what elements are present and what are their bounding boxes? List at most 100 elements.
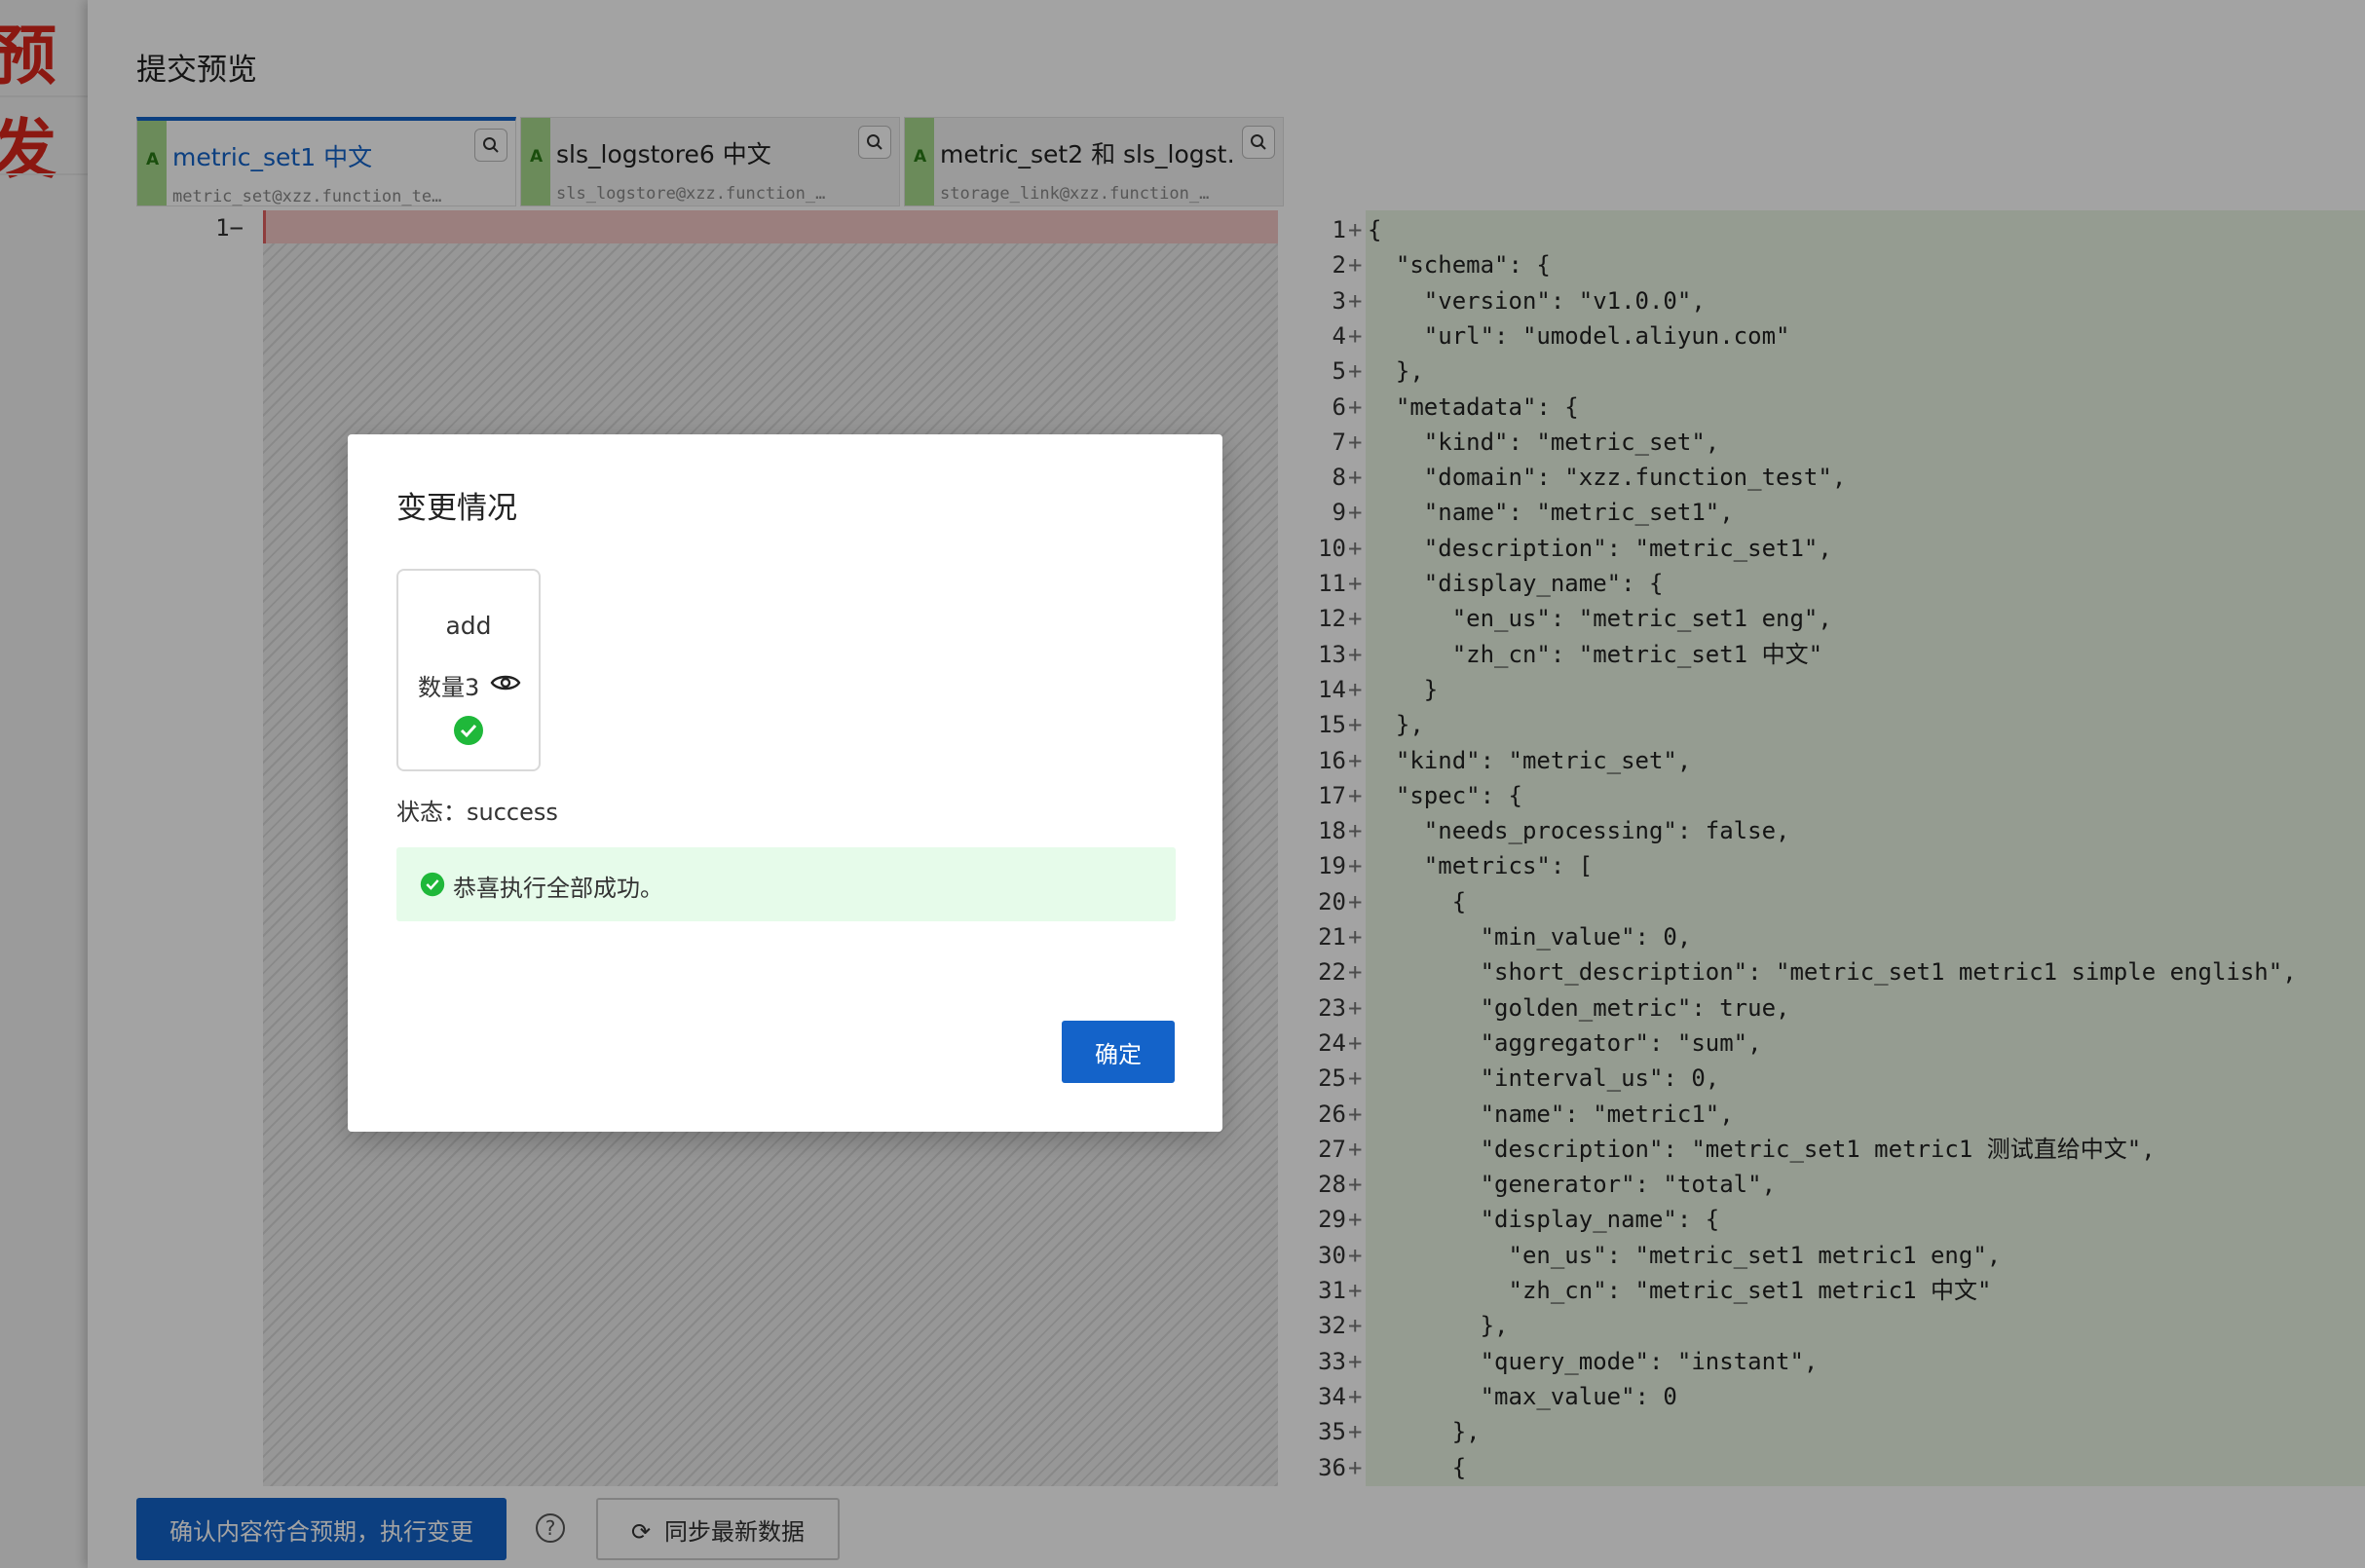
code-line: 19+ "metrics": [ (1278, 848, 2365, 883)
added-sign: + (1348, 1028, 1363, 1057)
code-text: } (1368, 675, 1439, 703)
code-text: "schema": { (1368, 251, 1551, 280)
code-text: "en_us": "metric_set1 metric1 eng", (1368, 1241, 2002, 1269)
code-line: 21+ "min_value": 0, (1278, 919, 2365, 954)
code-line: 36+ { (1278, 1450, 2365, 1485)
change-type-letter: A (530, 147, 544, 167)
code-text: "domain": "xzz.function_test", (1368, 464, 1847, 492)
code-text: "description": "metric_set1 metric1 测试直给… (1368, 1135, 2156, 1163)
added-sign: + (1348, 286, 1363, 315)
ok-button[interactable]: 确定 (1062, 1021, 1175, 1083)
added-sign: + (1348, 605, 1363, 633)
tab-sls-logstore6[interactable]: A sls_logstore6 中文 sls_logstore@xzz.func… (520, 117, 900, 206)
added-sign: + (1348, 499, 1363, 527)
diff-modified-pane[interactable]: 1+{2+ "schema": {3+ "version": "v1.0.0",… (1278, 210, 2365, 1486)
code-text: }, (1368, 1312, 1509, 1340)
line-number: 26 (1318, 1100, 1346, 1128)
line-number: 21 (1318, 923, 1346, 951)
added-sign: + (1348, 1100, 1363, 1128)
line-number: 30 (1318, 1241, 1346, 1269)
code-line: 32+ }, (1278, 1308, 2365, 1343)
line-number: 9 (1332, 499, 1346, 527)
code-line: 11+ "display_name": { (1278, 566, 2365, 601)
code-text: "zh_cn": "metric_set1 metric1 中文" (1368, 1277, 1992, 1304)
removed-line (263, 210, 1364, 243)
code-text: "generator": "total", (1368, 1171, 1777, 1199)
code-text: "display_name": { (1368, 570, 1664, 597)
search-icon[interactable] (474, 129, 507, 162)
code-text: "kind": "metric_set", (1368, 428, 1720, 456)
code-text: "url": "umodel.aliyun.com" (1368, 321, 1790, 350)
tab-subtitle: sls_logstore@xzz.function_… (556, 184, 826, 204)
added-sign: + (1348, 958, 1363, 987)
line-number: 11 (1318, 570, 1346, 597)
line-number: 32 (1318, 1312, 1346, 1340)
added-sign: + (1348, 1418, 1363, 1446)
search-icon[interactable] (1242, 126, 1275, 159)
code-text: "max_value": 0 (1368, 1382, 1677, 1410)
line-gutter (1278, 210, 1366, 1486)
code-line: 3+ "version": "v1.0.0", (1278, 283, 2365, 318)
tab-title: metric_set1 中文 (172, 143, 373, 171)
added-sign: + (1348, 357, 1363, 386)
code-line: 31+ "zh_cn": "metric_set1 metric1 中文" (1278, 1273, 2365, 1308)
code-text: }, (1368, 711, 1424, 739)
tab-subtitle: metric_set@xzz.function_te… (172, 187, 442, 206)
code-text: "kind": "metric_set", (1368, 746, 1692, 774)
code-text: }, (1368, 1418, 1481, 1446)
tab-metric-set2[interactable]: A metric_set2 和 sls_logst… storage_link@… (904, 117, 1284, 206)
line-number: 19 (1318, 852, 1346, 880)
confirm-execute-button[interactable]: 确认内容符合预期，执行变更 (136, 1498, 507, 1560)
code-line: 5+ }, (1278, 354, 2365, 389)
line-number: 16 (1318, 746, 1346, 774)
line-number: 31 (1318, 1277, 1346, 1304)
code-line: 16+ "kind": "metric_set", (1278, 743, 2365, 778)
success-alert: 恭喜执行全部成功。 (396, 847, 1176, 921)
added-sign: + (1348, 1277, 1363, 1304)
line-number: 35 (1318, 1418, 1346, 1446)
added-sign: + (1348, 534, 1363, 562)
sync-latest-button[interactable]: ⟳同步最新数据 (596, 1498, 840, 1560)
code-line: 33+ "query_mode": "instant", (1278, 1344, 2365, 1379)
line-number: 18 (1318, 817, 1346, 845)
line-number: 25 (1318, 1064, 1346, 1093)
line-number: 20 (1318, 887, 1346, 915)
added-sign: + (1348, 1312, 1363, 1340)
code-text: { (1368, 1453, 1467, 1481)
line-number: 8 (1332, 464, 1346, 492)
eye-icon[interactable] (490, 672, 521, 693)
line-number: 3 (1332, 286, 1346, 315)
code-text: "name": "metric1", (1368, 1100, 1734, 1128)
line-number: 5 (1332, 357, 1346, 386)
search-icon[interactable] (858, 126, 891, 159)
code-text: "golden_metric": true, (1368, 993, 1790, 1022)
tab-metric-set1[interactable]: A metric_set1 中文 metric_set@xzz.function… (136, 117, 516, 206)
line-number: 2 (1332, 251, 1346, 280)
added-marker (905, 118, 934, 205)
added-sign: + (1348, 1347, 1363, 1375)
line-number: 36 (1318, 1453, 1346, 1481)
line-number: 6 (1332, 392, 1346, 421)
line-number: 4 (1332, 321, 1346, 350)
added-marker (521, 118, 550, 205)
change-type-letter: A (914, 147, 927, 167)
code-text: "short_description": "metric_set1 metric… (1368, 958, 2297, 987)
added-sign: + (1348, 1064, 1363, 1093)
code-line: 14+ } (1278, 672, 2365, 707)
added-sign: + (1348, 781, 1363, 809)
tab-title: metric_set2 和 sls_logst… (940, 140, 1232, 168)
added-sign: + (1348, 1206, 1363, 1234)
help-icon[interactable]: ? (536, 1513, 565, 1543)
added-sign: + (1348, 1382, 1363, 1410)
added-sign: + (1348, 993, 1363, 1022)
added-sign: + (1348, 464, 1363, 492)
line-number: 27 (1318, 1135, 1346, 1163)
change-type-letter: A (146, 150, 160, 169)
code-line: 12+ "en_us": "metric_set1 eng", (1278, 601, 2365, 636)
code-text: "metrics": [ (1368, 852, 1594, 880)
code-line: 27+ "description": "metric_set1 metric1 … (1278, 1132, 2365, 1167)
code-line: 34+ "max_value": 0 (1278, 1379, 2365, 1414)
code-text: "min_value": 0, (1368, 923, 1692, 951)
line-number: 24 (1318, 1028, 1346, 1057)
line-number: 7 (1332, 428, 1346, 456)
